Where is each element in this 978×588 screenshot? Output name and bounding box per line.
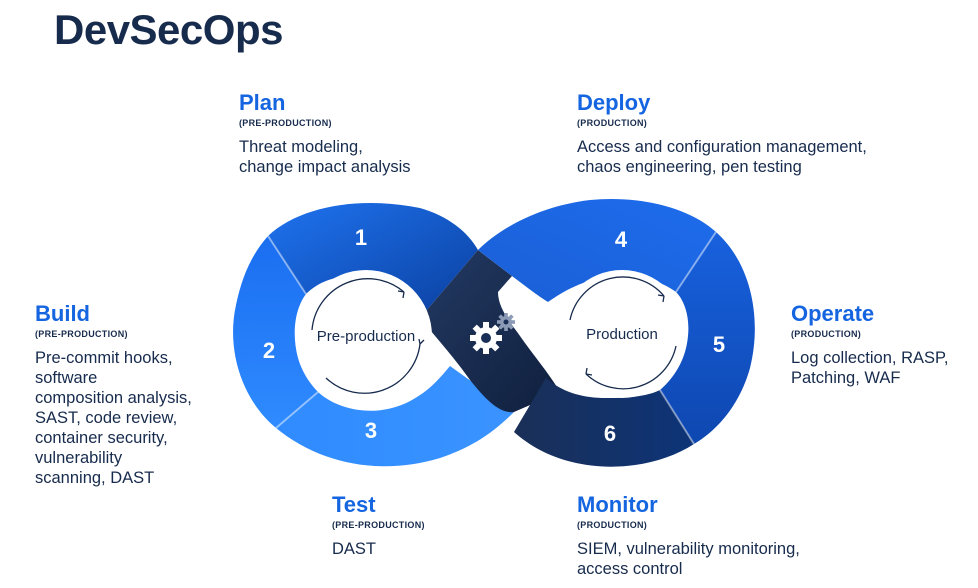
stage-test: Test (PRE-PRODUCTION) DAST	[332, 492, 425, 559]
page-title: DevSecOps	[54, 6, 283, 53]
stage-description: Log collection, RASP, Patching, WAF	[791, 349, 949, 387]
stage-env: (PRE-PRODUCTION)	[332, 520, 425, 530]
stage-env: (PRODUCTION)	[791, 329, 862, 339]
segment-3-test	[276, 366, 514, 467]
stage-title: Monitor	[577, 492, 658, 517]
step-number-3: 3	[365, 418, 377, 443]
pre-production-label: Pre-production	[317, 328, 415, 345]
stage-description: Threat modeling, change impact analysis	[239, 138, 411, 176]
stage-env: (PRODUCTION)	[577, 118, 648, 128]
gear-icon	[497, 313, 515, 331]
stage-plan: Plan (PRE-PRODUCTION) Threat modeling, c…	[239, 90, 411, 177]
cycle-arrow-icon	[311, 278, 425, 394]
stage-env: (PRODUCTION)	[577, 520, 648, 530]
gear-icon	[470, 322, 502, 354]
stage-title: Deploy	[577, 90, 651, 115]
stage-title: Plan	[239, 90, 286, 115]
stage-title: Operate	[791, 301, 875, 326]
step-number-4: 4	[615, 227, 628, 252]
pre-production-circle	[300, 270, 432, 402]
stage-operate: Operate (PRODUCTION) Log collection, RAS…	[791, 301, 948, 388]
stage-deploy: Deploy (PRODUCTION) Access and configura…	[577, 90, 867, 177]
stage-description: DAST	[332, 540, 377, 558]
stage-title: Test	[332, 492, 376, 517]
stage-description: SIEM, vulnerability monitoring, access c…	[577, 540, 800, 578]
production-circle	[558, 270, 686, 398]
stage-env: (PRE-PRODUCTION)	[35, 329, 128, 339]
segment-4-deploy	[478, 198, 716, 302]
segment-6-monitor	[514, 378, 694, 467]
stage-monitor: Monitor (PRODUCTION) SIEM, vulnerability…	[577, 492, 800, 579]
segment-5-operate	[660, 232, 755, 444]
production-label: Production	[586, 326, 658, 343]
step-number-1: 1	[355, 225, 367, 250]
step-number-5: 5	[713, 332, 725, 357]
cycle-arrow-icon	[569, 276, 677, 390]
step-number-2: 2	[263, 338, 275, 363]
segment-1-plan	[268, 203, 478, 318]
step-number-6: 6	[604, 421, 616, 446]
stage-build: Build (PRE-PRODUCTION) Pre-commit hooks,…	[35, 301, 192, 488]
stage-description: Pre-commit hooks, software composition a…	[35, 349, 192, 487]
stage-env: (PRE-PRODUCTION)	[239, 118, 332, 128]
segment-2-build	[233, 236, 318, 428]
stage-description: Access and configuration management, cha…	[577, 138, 867, 176]
stage-title: Build	[35, 301, 90, 326]
